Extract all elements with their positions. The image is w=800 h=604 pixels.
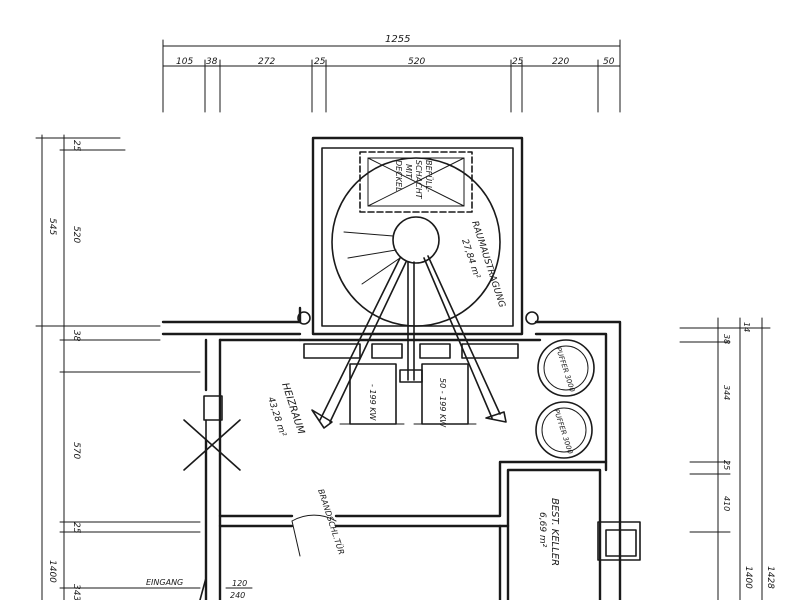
boiler-left-label: - 199 KW xyxy=(368,384,377,421)
dim-left-6: 1400 xyxy=(47,560,57,583)
shaft-label-2: SCHACHT xyxy=(414,160,423,200)
shaft-label-3: MIT xyxy=(404,164,413,179)
dim-top-3: 25 xyxy=(314,57,326,67)
auger-conveyors xyxy=(311,255,507,429)
dim-top-6: 220 xyxy=(552,57,569,67)
dim-left-4: 570 xyxy=(71,442,81,459)
top-dimension-chain: 1255 105 38 272 25 520 25 220 50 xyxy=(162,34,621,113)
puffer-bottom-label: PUFFER 3000 l xyxy=(552,408,575,459)
heizraum-area: 43,28 m² xyxy=(265,396,287,438)
wall-outlines xyxy=(161,306,641,602)
dim-left-7: 343 xyxy=(71,584,81,600)
dim-right-1: 38 xyxy=(722,334,731,344)
shaft-label-4: DECKEL xyxy=(394,160,403,192)
door-label: BRANDSCHL.TÜR xyxy=(316,488,347,556)
dim-left-3: 38 xyxy=(71,330,81,342)
annotations: BRANDSCHL.TÜR EINGANG 120 240 xyxy=(146,488,347,600)
keller-area: 6,69 m² xyxy=(537,512,547,548)
dim-bottom-0: 120 xyxy=(232,579,247,588)
cellar: BEST. KELLER 6,69 m² xyxy=(537,498,560,566)
dim-left-5: 25 xyxy=(71,522,81,534)
doors xyxy=(183,419,337,601)
dim-top-0: 105 xyxy=(176,57,193,67)
dim-right-0: 14 xyxy=(742,322,751,332)
dim-right-3: 25 xyxy=(722,460,731,470)
dim-left-1: 520 xyxy=(71,226,81,243)
dim-top-2: 272 xyxy=(258,57,275,67)
dim-left-2: 545 xyxy=(47,218,57,235)
dim-top-7: 50 xyxy=(603,57,615,67)
dim-right-6: 1428 xyxy=(765,566,775,589)
puffer-top-label: PUFFER 3000 l xyxy=(554,346,577,397)
shaft-label-1: BEFÜLL- xyxy=(424,160,434,192)
dim-right-2: 344 xyxy=(722,385,731,400)
boiler-right-label: 50 - 199 KW xyxy=(438,378,447,428)
left-dimension-chain: 25 520 545 38 570 25 1400 343 xyxy=(35,134,201,601)
dim-top-4: 520 xyxy=(408,57,425,67)
dim-top-1: 38 xyxy=(206,57,218,67)
dim-right-4: 410 xyxy=(722,496,731,511)
keller-label: BEST. KELLER xyxy=(549,498,560,566)
dim-right-5: 1400 xyxy=(743,566,753,589)
dim-top-total: 1255 xyxy=(385,34,410,45)
dim-left-0: 25 xyxy=(71,140,81,152)
storage-room: BEFÜLL- SCHACHT MIT DECKEL RAUMAUSTRAGUN… xyxy=(311,136,524,336)
right-dimension-chain: 14 38 344 25 410 1400 1428 xyxy=(679,317,775,601)
puffer-tanks: PUFFER 3000 l PUFFER 3000 l xyxy=(535,339,595,459)
entrance-label: EINGANG xyxy=(146,578,183,587)
dim-top-5: 25 xyxy=(512,57,524,67)
dim-bottom-1: 240 xyxy=(230,591,245,600)
